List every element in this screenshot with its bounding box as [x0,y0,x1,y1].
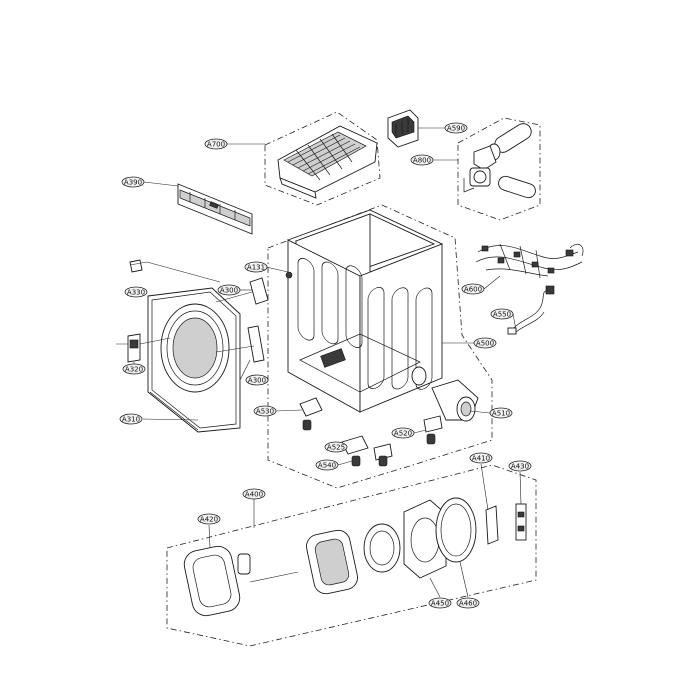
svg-text:A131: A131 [247,264,265,272]
callout-A131: A131 [244,261,268,273]
callout-A450: A450 [428,597,452,609]
wiring-harness [475,243,584,279]
svg-text:A410: A410 [472,455,490,463]
callout-A330: A330 [124,286,148,298]
svg-text:A540: A540 [318,462,336,470]
leader-lines [129,127,522,598]
callout-A550: A550 [490,308,514,320]
svg-text:A700: A700 [207,141,225,149]
door-assembly [183,497,527,617]
cabinet [285,209,444,413]
callout-A800: A800 [410,154,434,166]
svg-text:A450: A450 [431,600,449,608]
svg-text:A525: A525 [327,444,345,452]
callout-A460: A460 [456,597,480,609]
svg-text:A500: A500 [476,340,494,348]
small-clip [129,259,143,273]
callout-A320: A320 [122,363,146,375]
door-lock-lever [116,333,171,363]
svg-text:A320: A320 [125,366,143,374]
svg-text:A400: A400 [245,491,263,499]
callout-A530: A530 [253,405,277,417]
svg-text:A390: A390 [124,179,142,187]
svg-text:A430: A430 [511,463,529,471]
callout-A390: A390 [121,176,145,188]
svg-text:A510: A510 [492,410,510,418]
feet-and-mounts [299,397,443,467]
svg-text:A420: A420 [200,516,218,524]
callout-A410: A410 [469,452,493,464]
svg-text:A800: A800 [413,157,431,165]
callout-A300-top: A300 [217,284,241,296]
callout-A525: A525 [324,441,348,453]
hinge-brackets [215,277,269,363]
power-cord [507,285,555,335]
callout-A540: A540 [315,459,339,471]
callout-A500: A500 [473,337,497,349]
svg-text:A590: A590 [447,125,465,133]
control-panel [177,183,253,235]
front-panel [147,287,241,433]
callout-A430: A430 [508,460,532,472]
duct-parts [463,123,536,199]
svg-text:A520: A520 [394,430,412,438]
svg-text:A550: A550 [493,311,511,319]
callout-A420: A420 [197,513,221,525]
svg-text:A300: A300 [248,377,266,385]
callout-A590: A590 [444,122,468,134]
outline-door-group [166,464,537,647]
callout-A600: A600 [461,283,485,295]
exhaust-duct [431,379,479,422]
outline-lint-filter-group [264,111,381,206]
svg-text:A310: A310 [122,416,140,424]
callout-A510: A510 [489,407,513,419]
svg-text:A330: A330 [127,289,145,297]
sensor-bracket [387,109,419,148]
callout-A400: A400 [242,488,266,500]
svg-text:A600: A600 [464,286,482,294]
callout-A520: A520 [391,427,415,439]
svg-text:A460: A460 [459,600,477,608]
callout-A700: A700 [204,138,228,150]
lint-filter-tray [277,125,378,199]
svg-text:A300: A300 [220,287,238,295]
callout-A310: A310 [119,413,143,425]
callout-A300-bottom: A300 [245,374,269,386]
svg-text:A530: A530 [256,408,274,416]
